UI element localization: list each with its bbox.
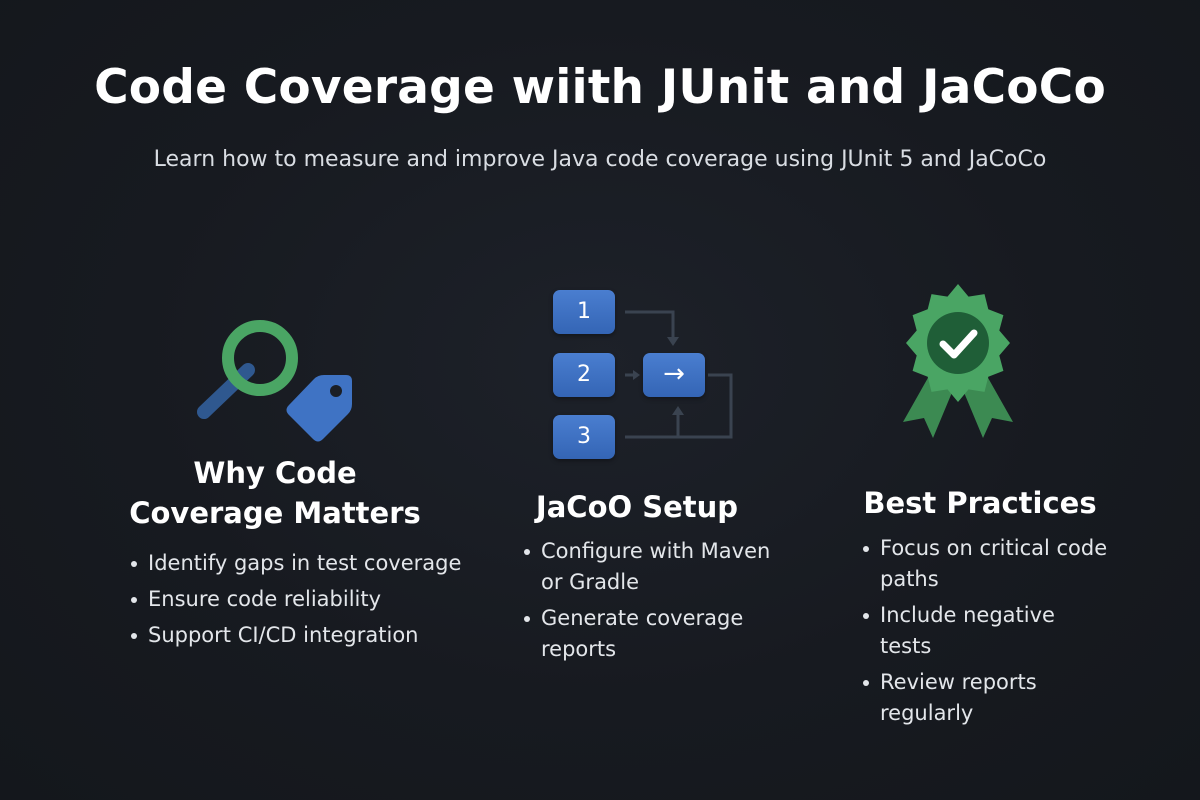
award-badge-check-icon bbox=[893, 284, 1023, 446]
step-box-1: 1 bbox=[553, 290, 615, 334]
why-coverage-heading: Why Code Coverage Matters bbox=[129, 456, 421, 530]
list-item: Focus on critical code paths bbox=[860, 533, 1110, 595]
list-item: Include negative tests bbox=[860, 600, 1110, 662]
list-item: Identify gaps in test coverage bbox=[128, 548, 498, 579]
arrow-right-icon: → bbox=[643, 353, 705, 397]
jacoco-setup-list: Configure with Maven or Gradle Generate … bbox=[521, 536, 781, 670]
list-item: Review reports regularly bbox=[860, 667, 1110, 729]
list-item: Configure with Maven or Gradle bbox=[521, 536, 781, 598]
step-box-3: 3 bbox=[553, 415, 615, 459]
numbered-steps-flow-icon: 1 2 3 → bbox=[553, 289, 743, 464]
list-item: Generate coverage reports bbox=[521, 603, 781, 665]
why-coverage-list: Identify gaps in test coverage Ensure co… bbox=[128, 548, 498, 656]
list-item: Ensure code reliability bbox=[128, 584, 498, 615]
page-title: Code Coverage wiith JUnit and JaCoCo bbox=[94, 60, 1106, 115]
page-subtitle: Learn how to measure and improve Java co… bbox=[153, 147, 1047, 172]
best-practices-list: Focus on critical code paths Include neg… bbox=[860, 533, 1110, 734]
list-item: Support CI/CD integration bbox=[128, 620, 498, 651]
jacoco-setup-heading: JaCoO Setup bbox=[535, 490, 739, 524]
best-practices-heading: Best Practices bbox=[863, 486, 1097, 520]
step-box-2: 2 bbox=[553, 353, 615, 397]
magnifier-tag-icon bbox=[190, 312, 360, 442]
